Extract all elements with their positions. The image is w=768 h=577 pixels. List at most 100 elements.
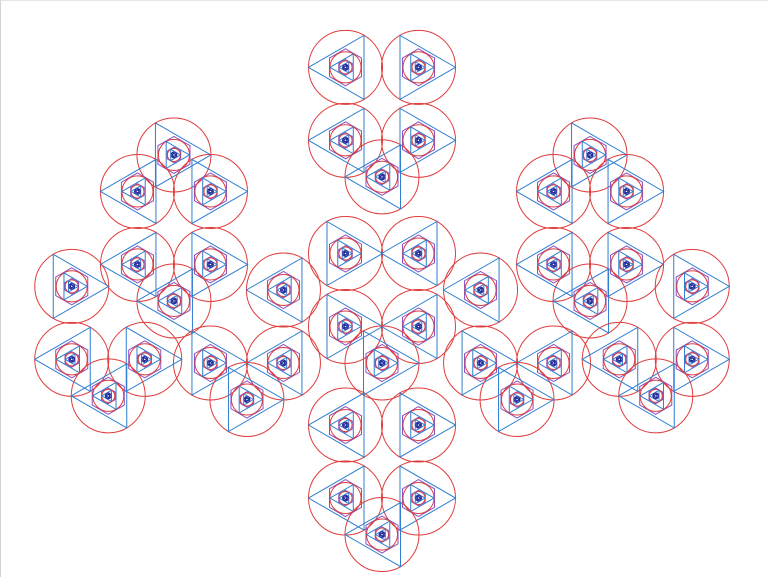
nested-triangle — [99, 158, 157, 225]
nested-hexagon — [281, 288, 286, 292]
rosette — [589, 226, 665, 302]
nested-circle — [610, 248, 643, 281]
nested-triangle — [607, 158, 665, 225]
nested-triangle — [410, 126, 436, 155]
nested-circle — [101, 388, 116, 403]
nested-circle — [34, 321, 110, 397]
rosette — [308, 289, 384, 364]
nested-hexagon — [415, 136, 422, 145]
nested-circle — [329, 482, 362, 515]
nested-circle — [267, 273, 300, 307]
nested-triangle — [337, 312, 363, 341]
nested-hexagon — [120, 172, 154, 211]
nested-hexagon — [378, 359, 386, 367]
nested-triangle — [33, 326, 91, 393]
nested-circle — [516, 325, 592, 401]
nested-triangle — [307, 392, 365, 458]
nested-hexagon — [135, 189, 140, 194]
nested-triangle — [363, 330, 421, 396]
nested-hexagon — [193, 172, 227, 211]
nested-circle — [537, 175, 570, 208]
nested-triangle — [673, 326, 731, 393]
rosette — [343, 497, 420, 573]
rosette — [381, 460, 457, 536]
rosette — [381, 387, 457, 463]
nested-hexagon — [342, 136, 349, 145]
nested-hexagon — [550, 359, 557, 367]
nested-triangle — [380, 220, 438, 287]
nested-circle — [344, 497, 420, 573]
nested-circle — [209, 362, 285, 437]
nested-hexagon — [266, 270, 300, 310]
nested-triangle — [91, 381, 117, 411]
nested-circle — [381, 102, 456, 178]
nested-circle — [612, 352, 627, 367]
rosette — [33, 321, 110, 397]
nested-circle — [402, 409, 435, 442]
nested-hexagon — [365, 343, 399, 383]
nested-hexagon — [239, 391, 255, 408]
nested-circle — [308, 387, 383, 463]
nested-circle — [172, 153, 248, 229]
nested-circle — [381, 387, 456, 463]
nested-circle — [55, 270, 88, 303]
nested-circle — [654, 321, 730, 397]
nested-circle — [130, 257, 145, 272]
nested-circle — [194, 248, 227, 281]
nested-triangle — [410, 410, 436, 440]
rosette — [617, 358, 694, 434]
nested-circle — [365, 518, 399, 551]
nested-hexagon — [266, 343, 300, 383]
nested-circle — [546, 184, 561, 199]
nested-triangle — [120, 177, 146, 206]
nested-hexagon — [537, 343, 571, 383]
nested-circle — [411, 246, 426, 261]
nested-circle — [552, 263, 628, 339]
nested-hexagon — [276, 281, 291, 299]
nested-hexagon — [464, 270, 498, 310]
nested-hexagon — [478, 361, 483, 365]
rosette — [172, 153, 249, 229]
nested-triangle — [70, 362, 128, 429]
nested-circle — [583, 147, 598, 162]
nested-triangle — [266, 275, 292, 305]
nested-hexagon — [134, 187, 141, 196]
nested-circle — [374, 355, 390, 371]
rosette — [34, 248, 110, 324]
nested-triangle — [157, 286, 183, 316]
nested-triangle — [399, 465, 457, 531]
nested-circle — [136, 117, 212, 193]
nested-hexagon — [416, 324, 421, 329]
nested-hexagon — [280, 286, 287, 294]
nested-hexagon — [573, 281, 607, 321]
rosette — [515, 325, 592, 401]
nested-hexagon — [401, 48, 436, 87]
nested-hexagon — [55, 267, 89, 306]
nested-hexagon — [343, 65, 348, 70]
nested-hexagon — [586, 151, 594, 159]
nested-triangle — [537, 250, 562, 279]
nested-triangle — [683, 272, 709, 301]
nested-hexagon — [208, 189, 213, 194]
nested-circle — [194, 346, 227, 380]
nested-circle — [338, 133, 353, 148]
rosette — [654, 321, 731, 397]
nested-hexagon — [143, 357, 147, 362]
nested-hexagon — [500, 380, 534, 419]
nested-circle — [676, 270, 709, 303]
nested-hexagon — [328, 234, 363, 273]
nested-triangle — [618, 177, 644, 206]
nested-circle — [172, 226, 248, 302]
nested-hexagon — [342, 63, 349, 72]
nested-circle — [589, 153, 665, 229]
nested-circle — [381, 460, 456, 536]
nested-triangle — [618, 250, 644, 279]
nested-hexagon — [623, 260, 630, 269]
nested-triangle — [537, 348, 562, 378]
nested-circle — [374, 169, 390, 184]
nested-circle — [464, 273, 497, 307]
nested-circle — [157, 284, 190, 317]
nested-triangle — [227, 366, 285, 433]
nested-hexagon — [537, 245, 571, 284]
nested-hexagon — [411, 59, 426, 76]
